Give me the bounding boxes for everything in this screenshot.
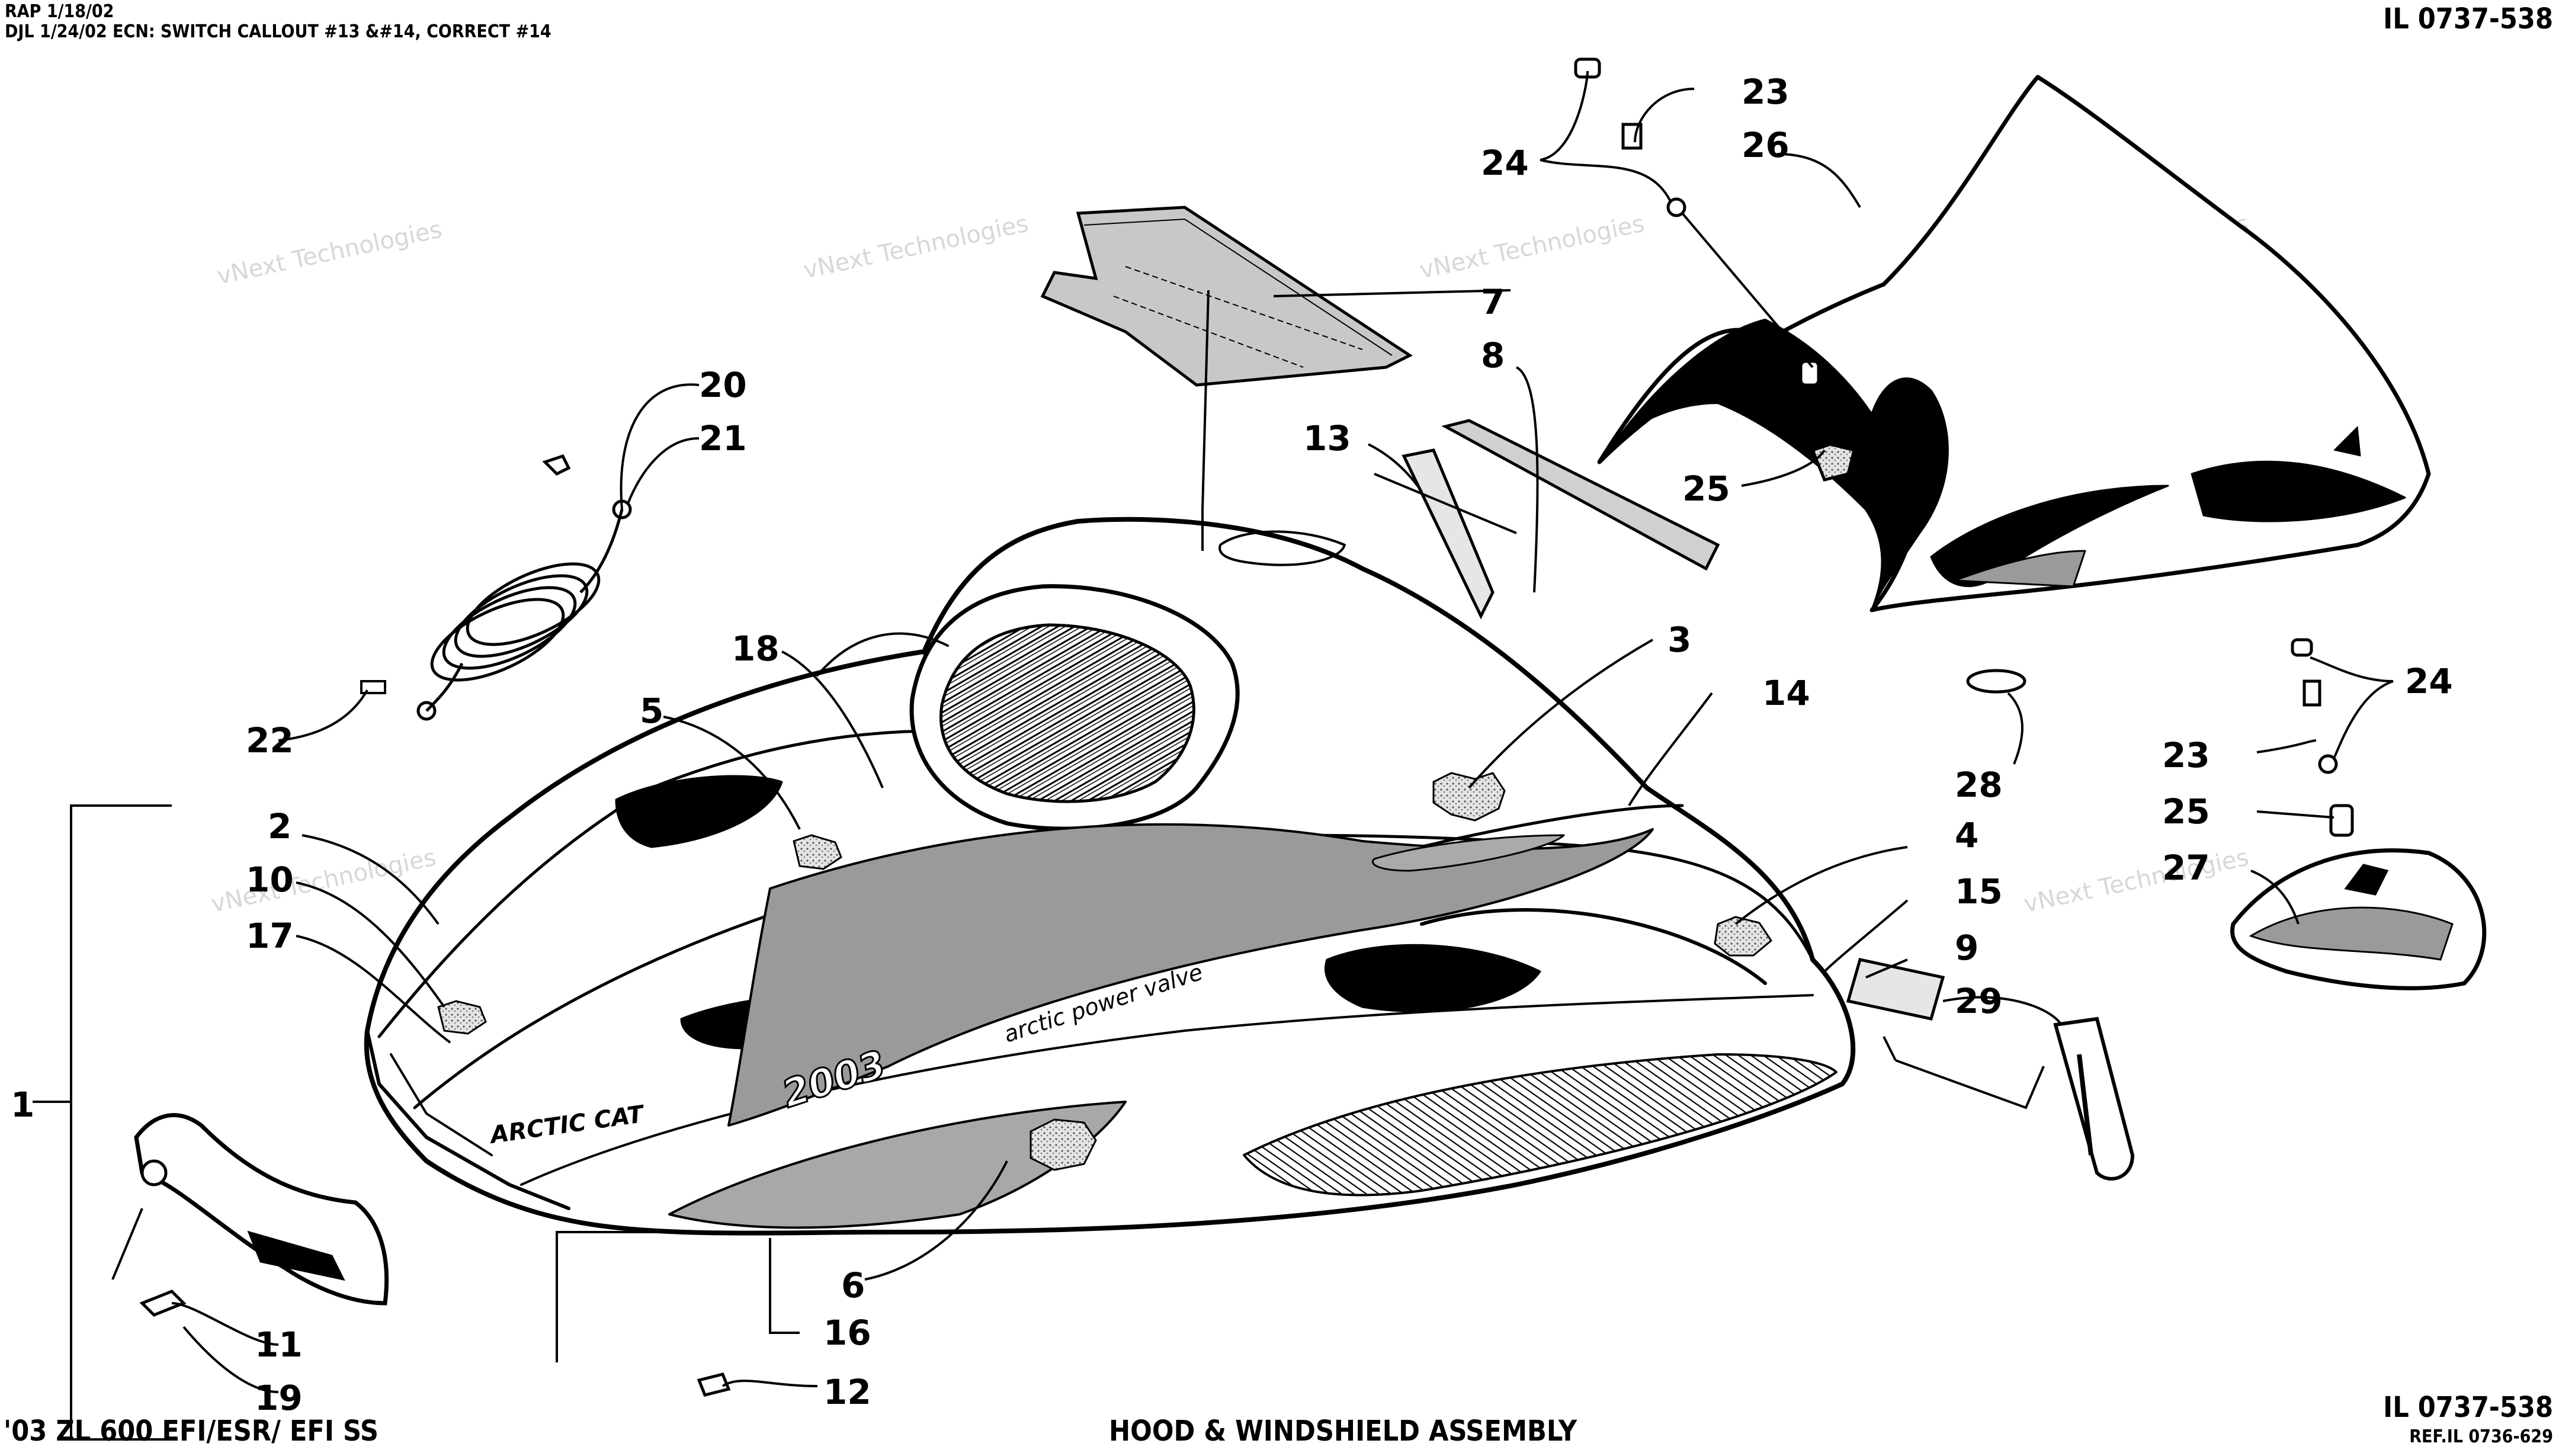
callout-29: 29 [1955,981,2003,1021]
callout-25b: 25 [2162,791,2210,832]
hood [364,517,1856,1236]
callout-22: 22 [246,720,294,761]
bracket-hole [140,1159,168,1186]
callout-11: 11 [255,1324,303,1365]
callout-9: 9 [1955,928,1978,968]
reference-number: REF.IL 0736-629 [2409,1426,2553,1447]
callout-8: 8 [1481,335,1505,376]
decal-5-patch [793,834,842,870]
windshield-hardware [139,57,2354,1397]
callout-2: 2 [268,806,291,846]
callout-1: 1 [11,1085,34,1125]
callout-28: 28 [1955,765,2003,805]
decal-10-patch [437,1000,487,1035]
callout-18: 18 [732,628,780,669]
callout-24a: 24 [1481,143,1529,183]
watermark-text: vNext Technologies [801,210,1031,284]
windshield [1597,75,2431,612]
decal-7 [1040,206,1413,387]
callout-13: 13 [1303,418,1351,458]
callout-10: 10 [246,860,294,900]
deflector-slot [2344,864,2389,896]
bracket-11 [134,1113,389,1306]
callout-3: 3 [1667,620,1691,660]
watermark-text: vNext Technologies [2022,844,2252,918]
screw-22 [360,680,386,694]
callout-26: 26 [1742,125,1790,165]
illustration-number-bottom: IL 0737-538 [2383,1391,2553,1424]
tether-cord [416,454,632,721]
decal-4-patch [1714,916,1772,957]
callout-23a: 23 [1742,72,1790,112]
leader-lines [33,70,2394,1441]
callout-5: 5 [640,691,663,731]
callout-15: 15 [1955,871,2003,912]
callout-labels: 1 2 3 4 5 6 7 8 9 10 11 12 13 14 15 16 1… [11,72,2453,1418]
callout-23b: 23 [2162,735,2210,775]
decal-6-patch [1030,1118,1097,1171]
callout-14: 14 [1762,673,1810,713]
revision-line-1: RAP 1/18/02 [5,1,114,22]
callout-19: 19 [255,1378,303,1418]
plate-9 [1846,958,1945,1021]
strap-slot [2077,1054,2093,1156]
diagram-title: HOOD & WINDSHIELD ASSEMBLY [1109,1415,1577,1448]
illustration-number-top: IL 0737-538 [2383,2,2553,36]
stipple-decals [437,772,1772,1171]
callout-4: 4 [1955,815,1978,855]
callout-21: 21 [699,418,747,458]
deflector-shading [2249,906,2454,961]
callout-25a: 25 [1682,469,1730,509]
callout-6: 6 [841,1265,865,1306]
callout-16: 16 [823,1313,871,1353]
bracket-slot [247,1230,345,1281]
model-label: '03 ZL 600 EFI/ESR/ EFI SS [4,1415,379,1448]
callout-17: 17 [246,916,294,956]
callout-27: 27 [2162,848,2210,888]
decal-3-patch [1432,772,1506,822]
watermark-text: vNext Technologies [1418,210,1647,284]
revision-line-2: DJL 1/24/02 ECN: SWITCH CALLOUT #13 &#14… [5,21,551,42]
callout-12: 12 [823,1372,871,1412]
plate-13 [1402,448,1495,620]
callout-20: 20 [699,365,747,405]
trim-8 [1441,419,1720,571]
watermark-text: vNext Technologies [209,844,439,918]
callout-7: 7 [1481,282,1505,322]
strap-29 [2053,1016,2135,1181]
callout-24b: 24 [2405,661,2453,701]
watermark-text: vNext Technologies [215,216,445,290]
